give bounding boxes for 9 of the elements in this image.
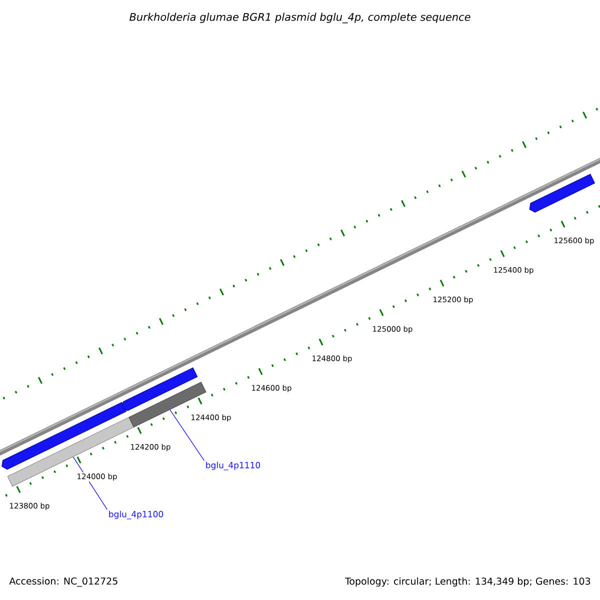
gene-label: bglu_4p1100 [109, 510, 164, 520]
gene-arrow [122, 367, 198, 411]
gene-arrow [2, 402, 127, 470]
gene-label: bglu_4p1110 [206, 462, 260, 470]
gene-arrow [529, 174, 596, 213]
accession-text: Accession: NC_012725 [9, 577, 118, 587]
summary-text: Topology: circular; Length: 134,349 bp; Genes: 103 [344, 577, 590, 587]
leader-line [170, 409, 205, 461]
title: Burkholderia glumae BGR1 plasmid bglu_4p, complete sequence [130, 12, 470, 24]
